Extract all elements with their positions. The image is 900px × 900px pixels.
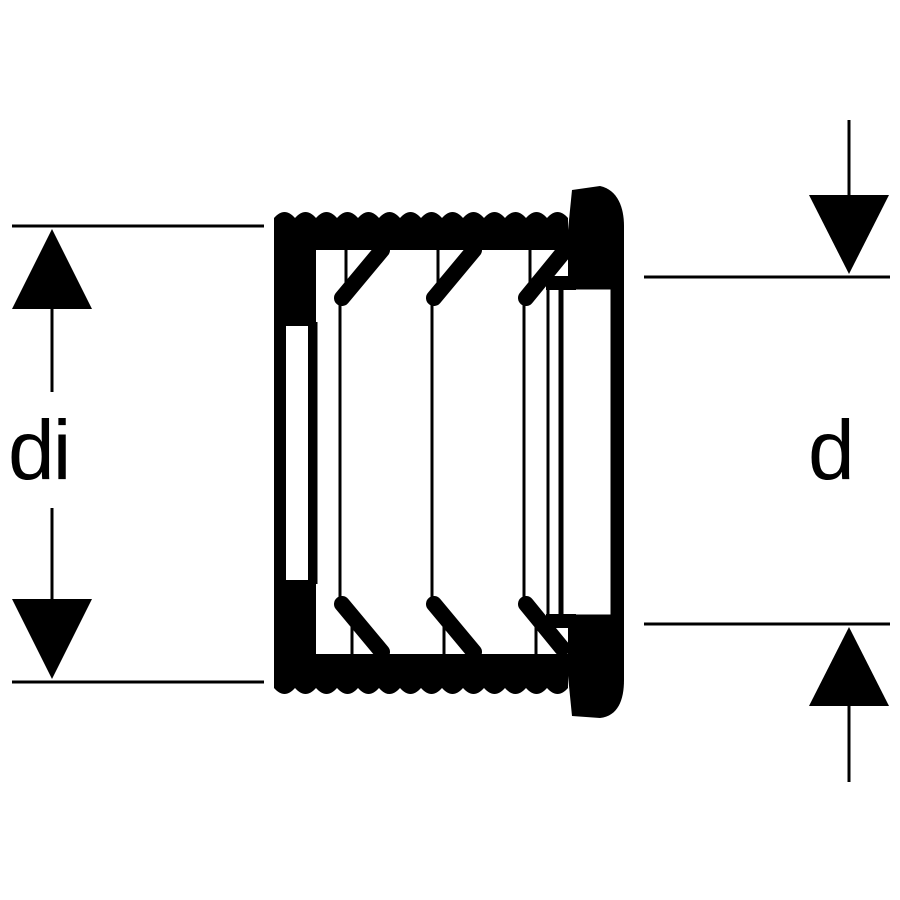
- lip-bases-bottom: [350, 612, 538, 654]
- sealing-lips-bottom: [334, 596, 570, 660]
- flange-inner-step-top: [546, 276, 576, 290]
- lip-bottom-3: [518, 596, 570, 656]
- d-dimension: [644, 120, 890, 782]
- lip-top-3: [518, 246, 570, 306]
- sealing-lips-top: [334, 242, 570, 306]
- lip-top-2: [426, 242, 482, 306]
- fitting-body: [274, 186, 624, 718]
- inner-top-bar: [300, 230, 570, 250]
- inner-bottom-bar: [300, 654, 570, 674]
- bottom-thread: [274, 668, 568, 694]
- left-wall-step-top: [286, 318, 316, 326]
- d-down-arrow-icon: [809, 195, 889, 274]
- left-wall-outer-strip: [274, 322, 286, 584]
- di-up-arrow-icon: [12, 229, 92, 309]
- left-wall-inner-strip: [308, 322, 316, 584]
- left-wall-step-bottom: [286, 580, 316, 588]
- d-up-arrow-icon: [809, 627, 889, 706]
- lip-bottom-2: [426, 596, 482, 660]
- di-down-arrow-icon: [12, 599, 92, 679]
- di-dimension: [12, 224, 264, 684]
- lip-bottom-1: [334, 596, 390, 660]
- flange-opening-border: [558, 286, 614, 618]
- lip-bases-top: [344, 250, 532, 292]
- di-label: di: [8, 403, 71, 497]
- d-label: d: [808, 403, 855, 497]
- flange-opening: [560, 288, 612, 616]
- lip-top-1: [334, 242, 390, 306]
- flange-inner-step-bottom: [546, 614, 576, 628]
